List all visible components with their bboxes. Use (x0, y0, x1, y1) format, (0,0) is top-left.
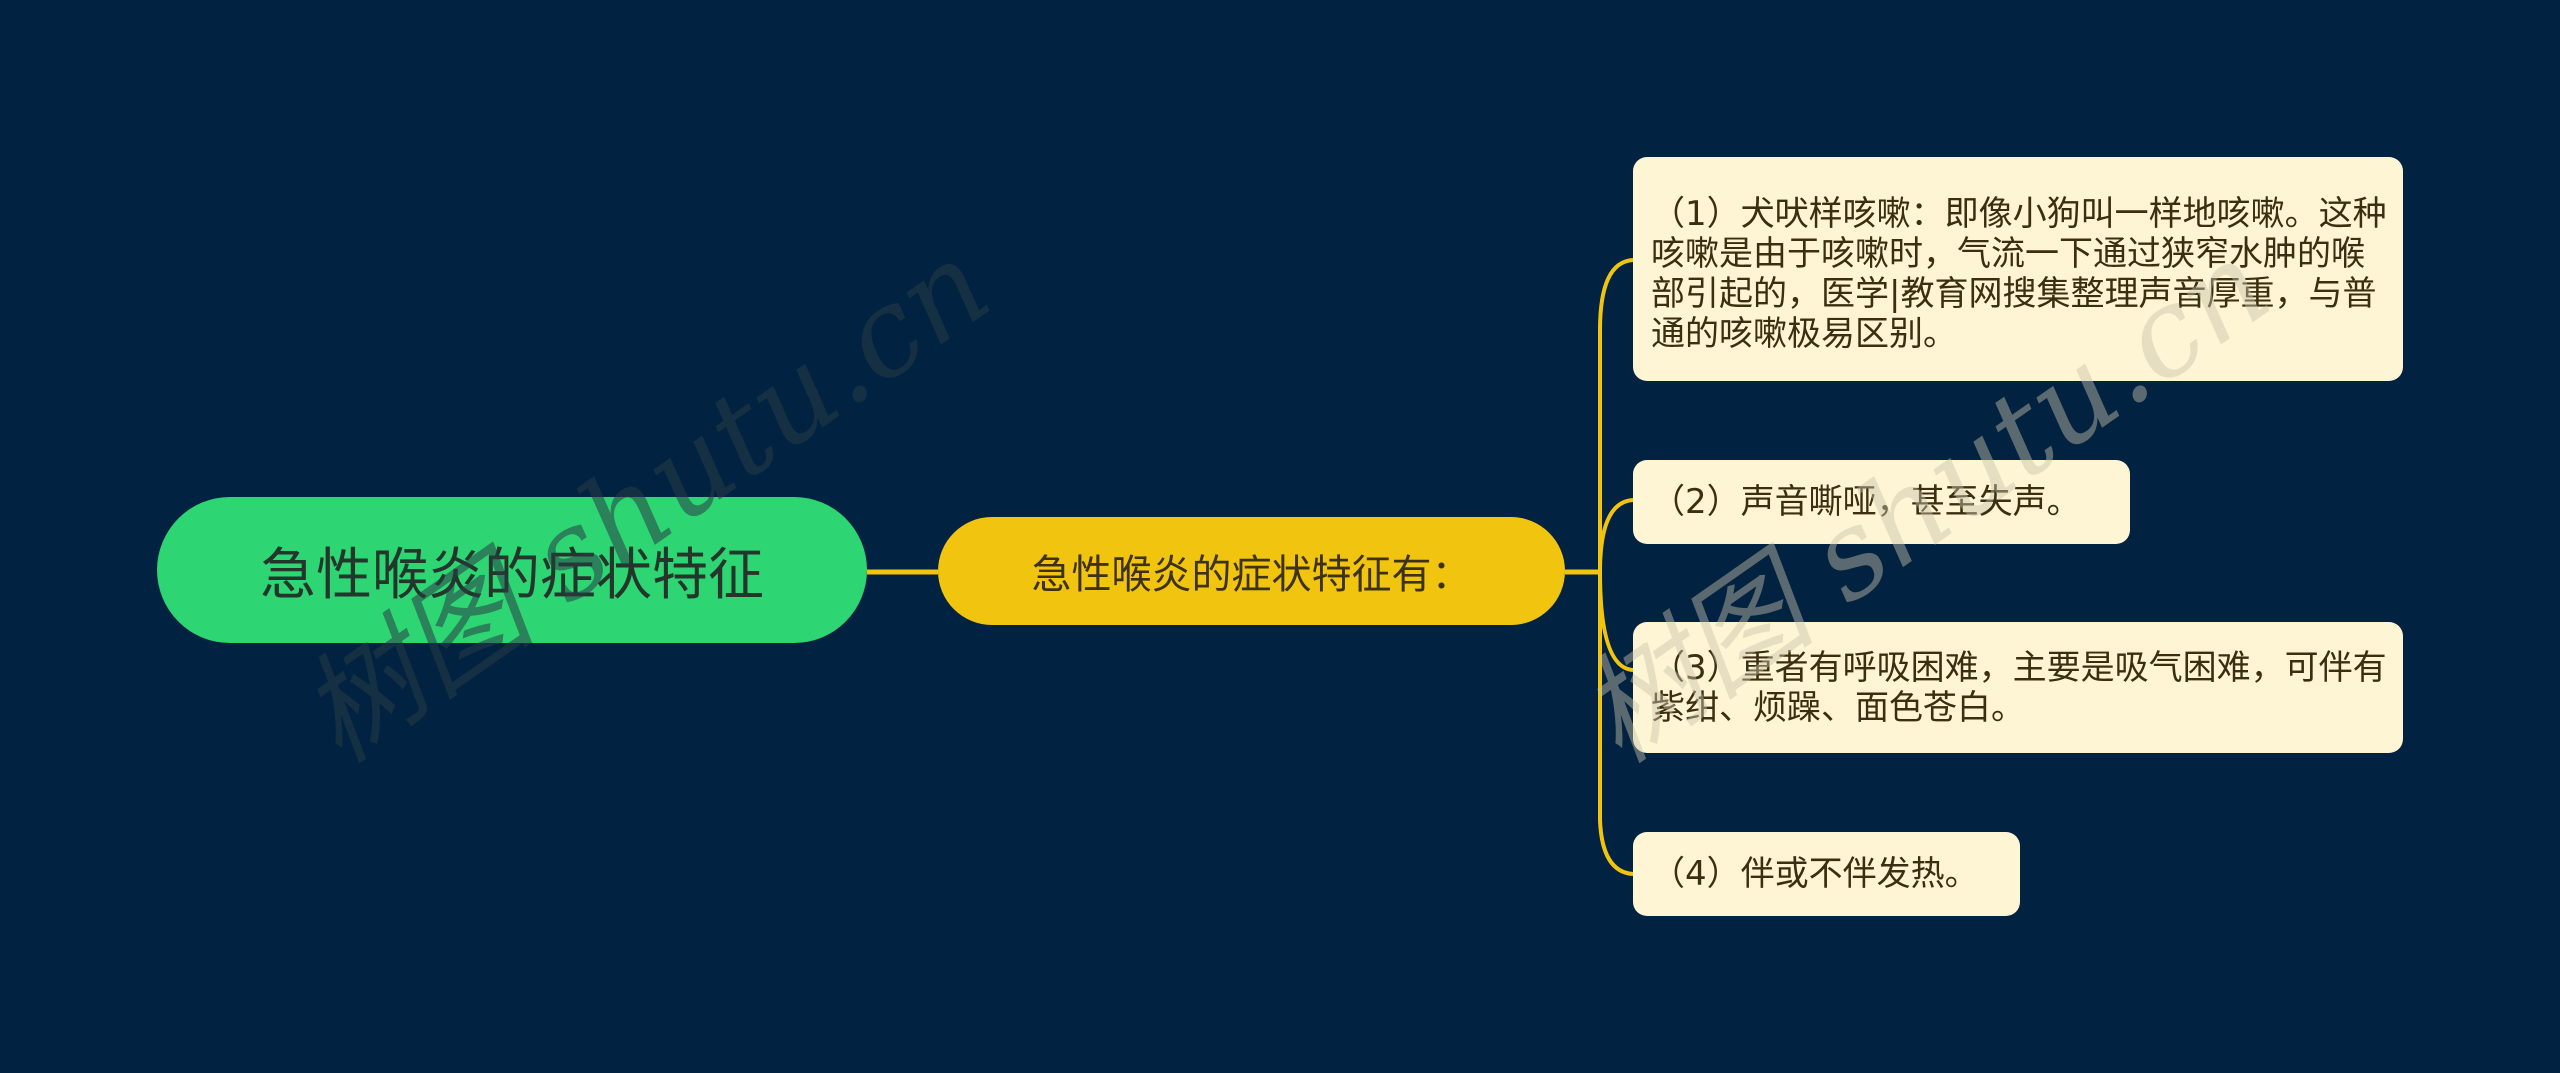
leaf-node-2[interactable]: （2）声音嘶哑，甚至失声。 (1633, 460, 2130, 544)
mid-node-label: 急性喉炎的症状特征有： (1031, 552, 1472, 598)
root-node[interactable]: 急性喉炎的症状特征 (157, 497, 867, 643)
branch-connector-2 (1598, 498, 1634, 573)
leaf-node-1[interactable]: （1）犬吠样咳嗽：即像小狗叫一样地咳嗽。这种咳嗽是由于咳嗽时，气流一下通过狭窄水… (1633, 157, 2403, 381)
leaf-node-label: （2）声音嘶哑，甚至失声。 (1651, 482, 2081, 522)
branch-connector-3 (1598, 571, 1634, 672)
leaf-node-label: （3）重者有呼吸困难，主要是吸气困难，可伴有紫绀、烦躁、面色苍白。 (1651, 647, 2387, 728)
mid-node[interactable]: 急性喉炎的症状特征有： (938, 517, 1565, 625)
leaf-node-4[interactable]: （4）伴或不伴发热。 (1633, 832, 2020, 916)
root-node-label: 急性喉炎的症状特征 (260, 542, 764, 608)
leaf-node-label: （4）伴或不伴发热。 (1651, 854, 1979, 894)
branch-connector-4 (1598, 572, 1634, 876)
branch-connector-1 (1598, 258, 1634, 572)
leaf-node-3[interactable]: （3）重者有呼吸困难，主要是吸气困难，可伴有紫绀、烦躁、面色苍白。 (1633, 622, 2403, 753)
leaf-node-label: （1）犬吠样咳嗽：即像小狗叫一样地咳嗽。这种咳嗽是由于咳嗽时，气流一下通过狭窄水… (1651, 194, 2387, 354)
